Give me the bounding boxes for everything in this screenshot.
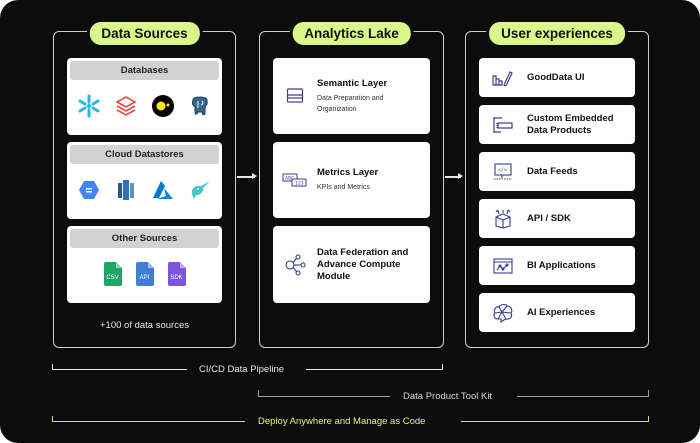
line-chart-window-icon bbox=[479, 257, 527, 274]
ux-item-ai-experiences: AI Experiences bbox=[479, 293, 635, 332]
sdk-file-icon: SDK bbox=[167, 262, 186, 286]
snowflake-icon bbox=[77, 94, 101, 118]
deploy-label: Deploy Anywhere and Manage as Code bbox=[258, 416, 426, 427]
brain-icon bbox=[479, 303, 527, 323]
group-header: Databases bbox=[70, 61, 219, 80]
api-file-icon: API bbox=[135, 262, 154, 286]
ux-item-custom-embedded: Custom Embedded Data Products bbox=[479, 105, 635, 144]
card-title: Data Federation and Advance Compute Modu… bbox=[317, 246, 409, 282]
ux-item-label: Custom Embedded Data Products bbox=[527, 112, 614, 136]
card-subtitle: Data Preparation and Organization bbox=[317, 94, 384, 113]
ux-item-label: GoodData UI bbox=[527, 71, 585, 83]
ux-item-label: AI Experiences bbox=[527, 306, 596, 318]
layers-icon bbox=[273, 88, 317, 104]
arrow-lake-to-ux bbox=[445, 173, 463, 179]
other-sources-group: Other Sources CSV API SDK bbox=[67, 226, 222, 303]
databricks-icon bbox=[114, 94, 138, 118]
package-icon bbox=[479, 209, 527, 229]
ux-item-label: BI Applications bbox=[527, 259, 596, 271]
user-experiences-panel: User experiences GoodData UI Custom Embe… bbox=[465, 19, 649, 348]
ux-item-api-sdk: API / SDK bbox=[479, 199, 635, 238]
federation-icon bbox=[273, 253, 317, 277]
more-sources-label: +100 of data sources bbox=[100, 320, 189, 331]
card-title: Semantic Layer bbox=[317, 77, 388, 89]
data-sources-title: Data Sources bbox=[86, 19, 203, 48]
user-experiences-title: User experiences bbox=[486, 19, 628, 48]
svg-text:</>: </> bbox=[498, 167, 507, 173]
redshift-icon bbox=[114, 178, 138, 202]
card-title: Metrics Layer bbox=[317, 167, 379, 178]
embed-layout-icon bbox=[479, 116, 527, 134]
arrow-sources-to-lake bbox=[237, 173, 257, 179]
csv-label: CSV bbox=[106, 275, 119, 281]
data-federation-card: Data Federation and Advance Compute Modu… bbox=[273, 226, 430, 303]
csv-file-icon: CSV bbox=[103, 262, 122, 286]
clickhouse-icon bbox=[151, 94, 175, 118]
analytics-lake-title: Analytics Lake bbox=[289, 19, 414, 48]
databases-group: Databases bbox=[67, 58, 222, 135]
semantic-layer-card: Semantic Layer Data Preparation and Orga… bbox=[273, 58, 430, 134]
api-label: API bbox=[139, 275, 150, 281]
ux-item-gooddata-ui: GoodData UI bbox=[479, 58, 635, 97]
card-subtitle: KPIs and Metrics bbox=[317, 184, 370, 191]
sdk-label: SDK bbox=[170, 275, 183, 281]
svg-text:ABC: ABC bbox=[285, 176, 294, 182]
ux-item-label: API / SDK bbox=[527, 212, 571, 224]
pipeline-label: CI/CD Data Pipeline bbox=[199, 364, 285, 375]
ux-item-label: Data Feeds bbox=[527, 165, 578, 177]
group-header: Cloud Datastores bbox=[70, 145, 219, 164]
narwhal-icon bbox=[188, 178, 212, 202]
code-monitor-icon: </> bbox=[479, 162, 527, 181]
toolkit-label: Data Product Tool Kit bbox=[403, 391, 493, 402]
azure-icon bbox=[151, 178, 175, 202]
data-sources-panel: Data Sources Databases Cloud Datastores bbox=[53, 19, 236, 348]
chart-pen-icon bbox=[479, 70, 527, 86]
group-header: Other Sources bbox=[70, 229, 219, 248]
bigquery-icon bbox=[77, 178, 101, 202]
ux-item-data-feeds: </> Data Feeds bbox=[479, 152, 635, 191]
ux-item-bi-applications: BI Applications bbox=[479, 246, 635, 285]
analytics-lake-panel: Analytics Lake Semantic Layer Data Prepa… bbox=[259, 19, 444, 348]
svg-text:123: 123 bbox=[295, 181, 304, 187]
cloud-datastores-group: Cloud Datastores bbox=[67, 142, 222, 219]
postgresql-icon bbox=[188, 94, 212, 118]
